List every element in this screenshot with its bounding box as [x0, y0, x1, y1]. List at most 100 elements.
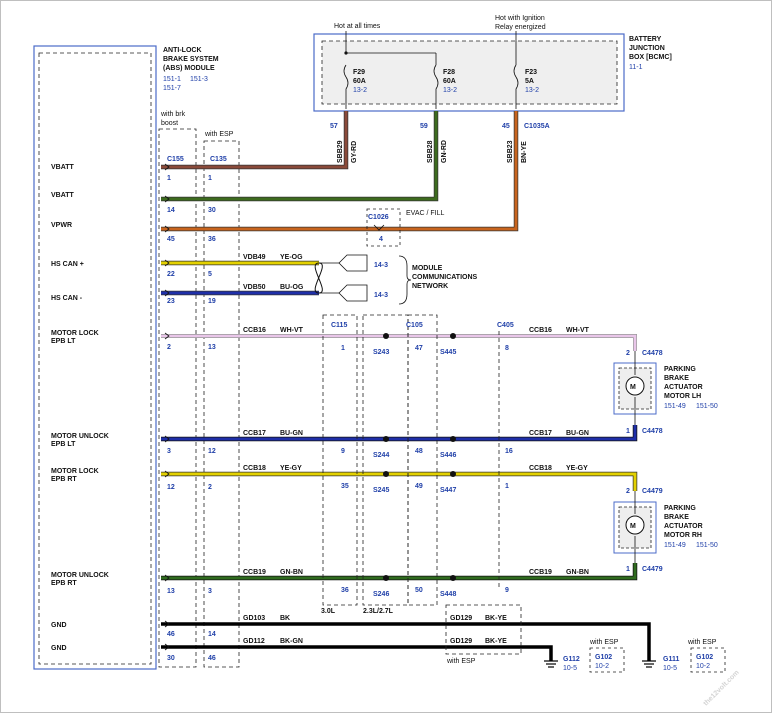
- wire-ccb17: [161, 425, 637, 441]
- pin-label: HS CAN -: [51, 295, 83, 302]
- esp-label: with ESP: [204, 131, 234, 138]
- s24x-column: [362, 314, 409, 606]
- bjb-ref: 11-1: [629, 64, 643, 71]
- evac-fill-label: EVAC / FILL: [406, 210, 444, 217]
- module-ref-3: 151-7: [163, 85, 181, 92]
- hot-all-label: Hot at all times: [334, 23, 381, 30]
- pin-label: VBATT: [51, 164, 75, 171]
- c135-pin: 13: [208, 344, 216, 351]
- hot-ign-label: Relay energized: [495, 24, 546, 31]
- c135-pin: 46: [208, 655, 216, 662]
- wire-circuit: VDB49: [243, 254, 266, 261]
- splice-dot: [383, 575, 389, 581]
- splice-label: S446: [440, 452, 456, 459]
- splice-label: S447: [440, 487, 456, 494]
- gd129-box: [445, 604, 522, 655]
- bjb-title-3: BOX [BCMC]: [629, 54, 672, 61]
- motor-rh-title: ACTUATOR: [664, 523, 703, 530]
- splice-label: S448: [440, 591, 456, 598]
- fuse-name: F29: [353, 69, 365, 76]
- c105-pin: 49: [415, 483, 423, 490]
- bjb-connector: C1035A: [524, 123, 550, 130]
- wire-ccb19: [161, 563, 637, 580]
- evac-pin: 4: [379, 236, 383, 243]
- bjb-outline: [313, 33, 625, 112]
- module-pin-arrows: [164, 163, 170, 651]
- module-title-1: ANTI-LOCK: [163, 47, 202, 54]
- evac-fill-connector: [366, 208, 401, 247]
- motor-lh-m: M: [630, 384, 636, 391]
- pin-label: EPB RT: [51, 476, 77, 483]
- motor-lh-icon: [625, 376, 645, 396]
- motor-rh-m: M: [630, 523, 636, 530]
- splice-dot: [383, 436, 389, 442]
- bjb-inner: [321, 40, 618, 105]
- fuse-f23-icon: [513, 64, 519, 109]
- wire-color: BK-YE: [485, 638, 507, 645]
- pin-label: VPWR: [51, 222, 72, 229]
- module-title-2: BRAKE SYSTEM: [163, 56, 219, 63]
- bjb-pin: 57: [330, 123, 338, 130]
- pin-label: HS CAN +: [51, 261, 84, 268]
- fuse-amp: 5A: [525, 78, 534, 85]
- wire-circuit: CCB17: [529, 430, 552, 437]
- c135-pin: 1: [208, 175, 212, 182]
- c155-pin: 22: [167, 271, 175, 278]
- motor-rh-connector: C4479: [642, 566, 663, 573]
- c115-column: [322, 314, 358, 606]
- motor-rh-pin: 2: [626, 488, 630, 495]
- c155-pin: 12: [167, 484, 175, 491]
- c155-pin: 14: [167, 207, 175, 214]
- splice-dot: [450, 471, 456, 477]
- splice-dot: [450, 333, 456, 339]
- motor-lh-ref: 151-50: [696, 403, 718, 410]
- wire-circuit: SBB23: [507, 140, 514, 163]
- can-low-tag-icon: [338, 284, 368, 302]
- pin-label: MOTOR LOCK: [51, 330, 99, 337]
- wire-circuit: GD129: [450, 638, 472, 645]
- wire-circuit: CCB19: [243, 569, 266, 576]
- wire-circuit: CCB18: [243, 465, 266, 472]
- motor-rh-title: PARKING: [664, 505, 696, 512]
- ground-icon: [642, 660, 656, 668]
- brk-boost-label: boost: [161, 120, 178, 127]
- c135-label: C135: [210, 156, 227, 163]
- pin-label: GND: [51, 622, 67, 629]
- ground-ref: 10-5: [663, 665, 677, 672]
- motor-rh-title: MOTOR RH: [664, 532, 702, 539]
- splice-label: S445: [440, 349, 456, 356]
- network-label: MODULE: [412, 265, 443, 272]
- fuse-f28-icon: [433, 64, 439, 109]
- motor-lh-title: ACTUATOR: [664, 384, 703, 391]
- wire-circuit: CCB16: [243, 327, 266, 334]
- wire-gy-rd-border: [161, 111, 349, 170]
- c135-pin: 14: [208, 631, 216, 638]
- ground-ref: 10-5: [563, 665, 577, 672]
- motor-rh-icon: [625, 515, 645, 535]
- engine-30-label: 3.0L: [321, 608, 336, 615]
- splice-dot: [383, 471, 389, 477]
- wire-color: YE-OG: [280, 254, 303, 261]
- wire-color: WH-VT: [566, 327, 590, 334]
- ground-ref: 10-2: [696, 663, 710, 670]
- esp-column: [203, 140, 240, 668]
- can-high-ref: 14-3: [374, 262, 388, 269]
- fuse-ref: 13-2: [443, 87, 457, 94]
- wire-color: BU-GN: [280, 430, 303, 437]
- pin-label: GND: [51, 645, 67, 652]
- wire-color: BN-YE: [521, 141, 528, 163]
- network-brace: [398, 255, 412, 305]
- wire-circuit: GD112: [243, 638, 265, 645]
- motor-rh-title: BRAKE: [664, 514, 689, 521]
- abs-module-outline: [33, 45, 157, 670]
- wire-color: GN-RD: [441, 140, 448, 163]
- c405-pin: 1: [505, 483, 509, 490]
- c155-pin: 45: [167, 236, 175, 243]
- motor-rh-ref: 151-49: [664, 542, 686, 549]
- wire-circuit: CCB16: [529, 327, 552, 334]
- fuse-amp: 60A: [443, 78, 456, 85]
- c405-label: C405: [497, 322, 514, 329]
- c115-pin: 9: [341, 448, 345, 455]
- c115-pin: 35: [341, 483, 349, 490]
- fuse-f29-icon: [343, 64, 349, 109]
